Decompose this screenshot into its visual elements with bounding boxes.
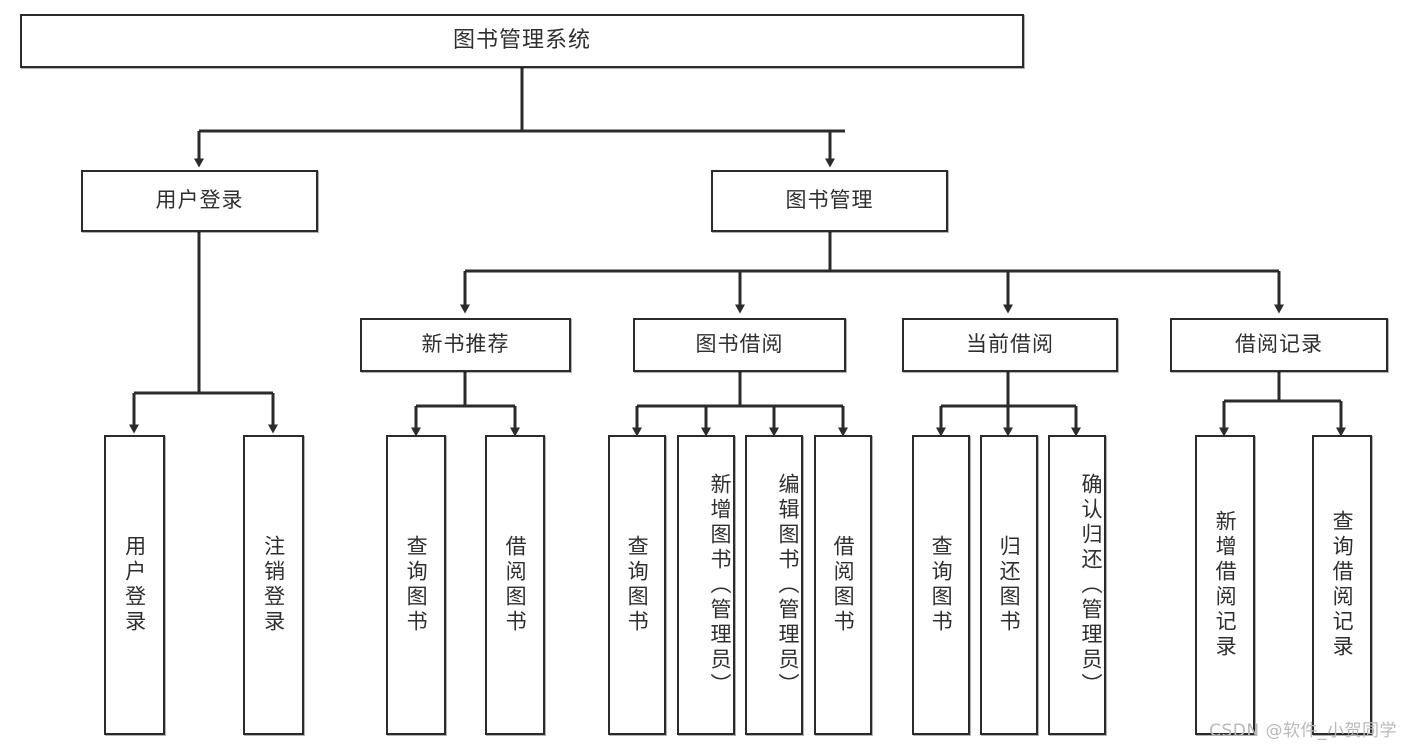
node-user-login-label: 用户登录 — [155, 188, 244, 213]
node-leaf-query-book-1[interactable]: 查询图书 — [386, 435, 446, 735]
node-leaf-borrow-book-1[interactable]: 借阅图书 — [485, 435, 545, 735]
node-leaf-add-book[interactable]: 新增图书（管理员） — [677, 435, 735, 735]
node-leaf-confirm-return-label: 确认归还（管理员） — [1079, 472, 1103, 698]
node-leaf-edit-book-label: 编辑图书（管理员） — [776, 472, 800, 698]
node-book-borrow[interactable]: 图书借阅 — [633, 318, 846, 372]
node-book-manage[interactable]: 图书管理 — [711, 170, 948, 232]
node-leaf-user-logout-label: 注销登录 — [261, 535, 286, 635]
node-leaf-borrow-book-2[interactable]: 借阅图书 — [814, 435, 872, 735]
node-leaf-user-login-label: 用户登录 — [122, 535, 147, 635]
node-leaf-query-book-2[interactable]: 查询图书 — [608, 435, 666, 735]
node-new-book-recommend-label: 新书推荐 — [421, 332, 510, 357]
node-leaf-query-book-2-label: 查询图书 — [625, 535, 650, 635]
node-leaf-add-record-label: 新增借阅记录 — [1213, 510, 1238, 660]
node-leaf-query-record[interactable]: 查询借阅记录 — [1312, 435, 1372, 735]
node-user-login[interactable]: 用户登录 — [81, 170, 318, 232]
node-leaf-borrow-book-1-label: 借阅图书 — [503, 535, 528, 635]
node-leaf-query-book-3[interactable]: 查询图书 — [912, 435, 970, 735]
node-root-label: 图书管理系统 — [452, 27, 591, 53]
node-leaf-edit-book[interactable]: 编辑图书（管理员） — [745, 435, 803, 735]
node-leaf-query-book-3-label: 查询图书 — [929, 535, 954, 635]
node-leaf-confirm-return[interactable]: 确认归还（管理员） — [1048, 435, 1106, 735]
node-borrow-record-label: 借阅记录 — [1235, 332, 1323, 357]
node-book-manage-label: 图书管理 — [785, 188, 874, 213]
node-new-book-recommend[interactable]: 新书推荐 — [360, 318, 571, 372]
node-leaf-user-login[interactable]: 用户登录 — [104, 435, 165, 735]
node-current-borrow-label: 当前借阅 — [966, 332, 1054, 357]
node-leaf-query-record-label: 查询借阅记录 — [1330, 510, 1355, 660]
node-leaf-query-book-1-label: 查询图书 — [404, 535, 429, 635]
node-leaf-return-book[interactable]: 归还图书 — [980, 435, 1038, 735]
node-leaf-add-book-label: 新增图书（管理员） — [708, 472, 732, 698]
node-borrow-record[interactable]: 借阅记录 — [1170, 318, 1388, 372]
node-leaf-add-record[interactable]: 新增借阅记录 — [1195, 435, 1255, 735]
node-leaf-borrow-book-2-label: 借阅图书 — [831, 535, 856, 635]
node-root[interactable]: 图书管理系统 — [20, 14, 1024, 68]
watermark-text: CSDN @软件_小贺同学 — [1209, 721, 1397, 741]
node-book-borrow-label: 图书借阅 — [695, 332, 784, 357]
node-leaf-user-logout[interactable]: 注销登录 — [243, 435, 304, 735]
node-current-borrow[interactable]: 当前借阅 — [902, 318, 1118, 372]
node-leaf-return-book-label: 归还图书 — [997, 535, 1022, 635]
